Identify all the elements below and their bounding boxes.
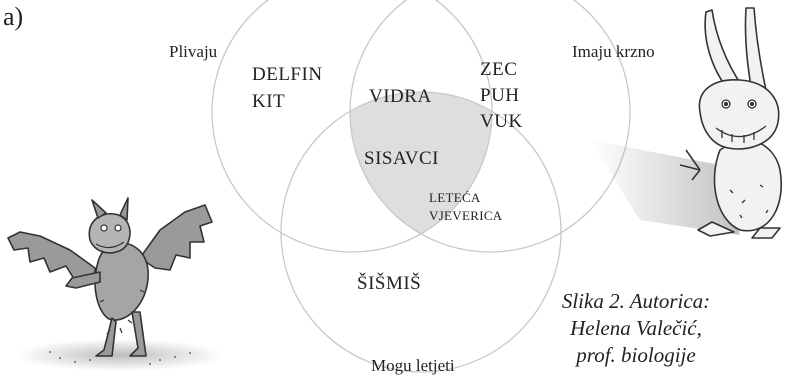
member-zec: ZEC	[480, 59, 518, 80]
caption-line-3: prof. biologije	[576, 343, 696, 367]
figure-caption: Slika 2. Autorica: Helena Valečić, prof.…	[536, 288, 736, 369]
member-delfin: DELFIN	[252, 64, 323, 85]
set-label-swim: Plivaju	[169, 42, 218, 61]
circle-fly	[280, 91, 562, 373]
member-vuk: VUK	[480, 111, 523, 132]
set-label-fur: Imaju krzno	[572, 42, 655, 61]
caption-line-1: Slika 2. Autorica:	[561, 289, 711, 313]
member-kit: KIT	[252, 91, 286, 112]
member-sismis: ŠIŠMIŠ	[357, 273, 422, 294]
member-vjeverica: VJEVERICA	[429, 208, 503, 223]
caption-line-2: Helena Valečić,	[570, 316, 702, 340]
member-vidra: VIDRA	[369, 86, 432, 107]
set-label-fly: Mogu letjeti	[371, 356, 455, 375]
member-puh: PUH	[480, 85, 520, 106]
panel-label: a)	[3, 2, 24, 31]
member-leteca: LETEĆA	[429, 190, 481, 205]
member-sisavci: SISAVCI	[364, 148, 439, 169]
